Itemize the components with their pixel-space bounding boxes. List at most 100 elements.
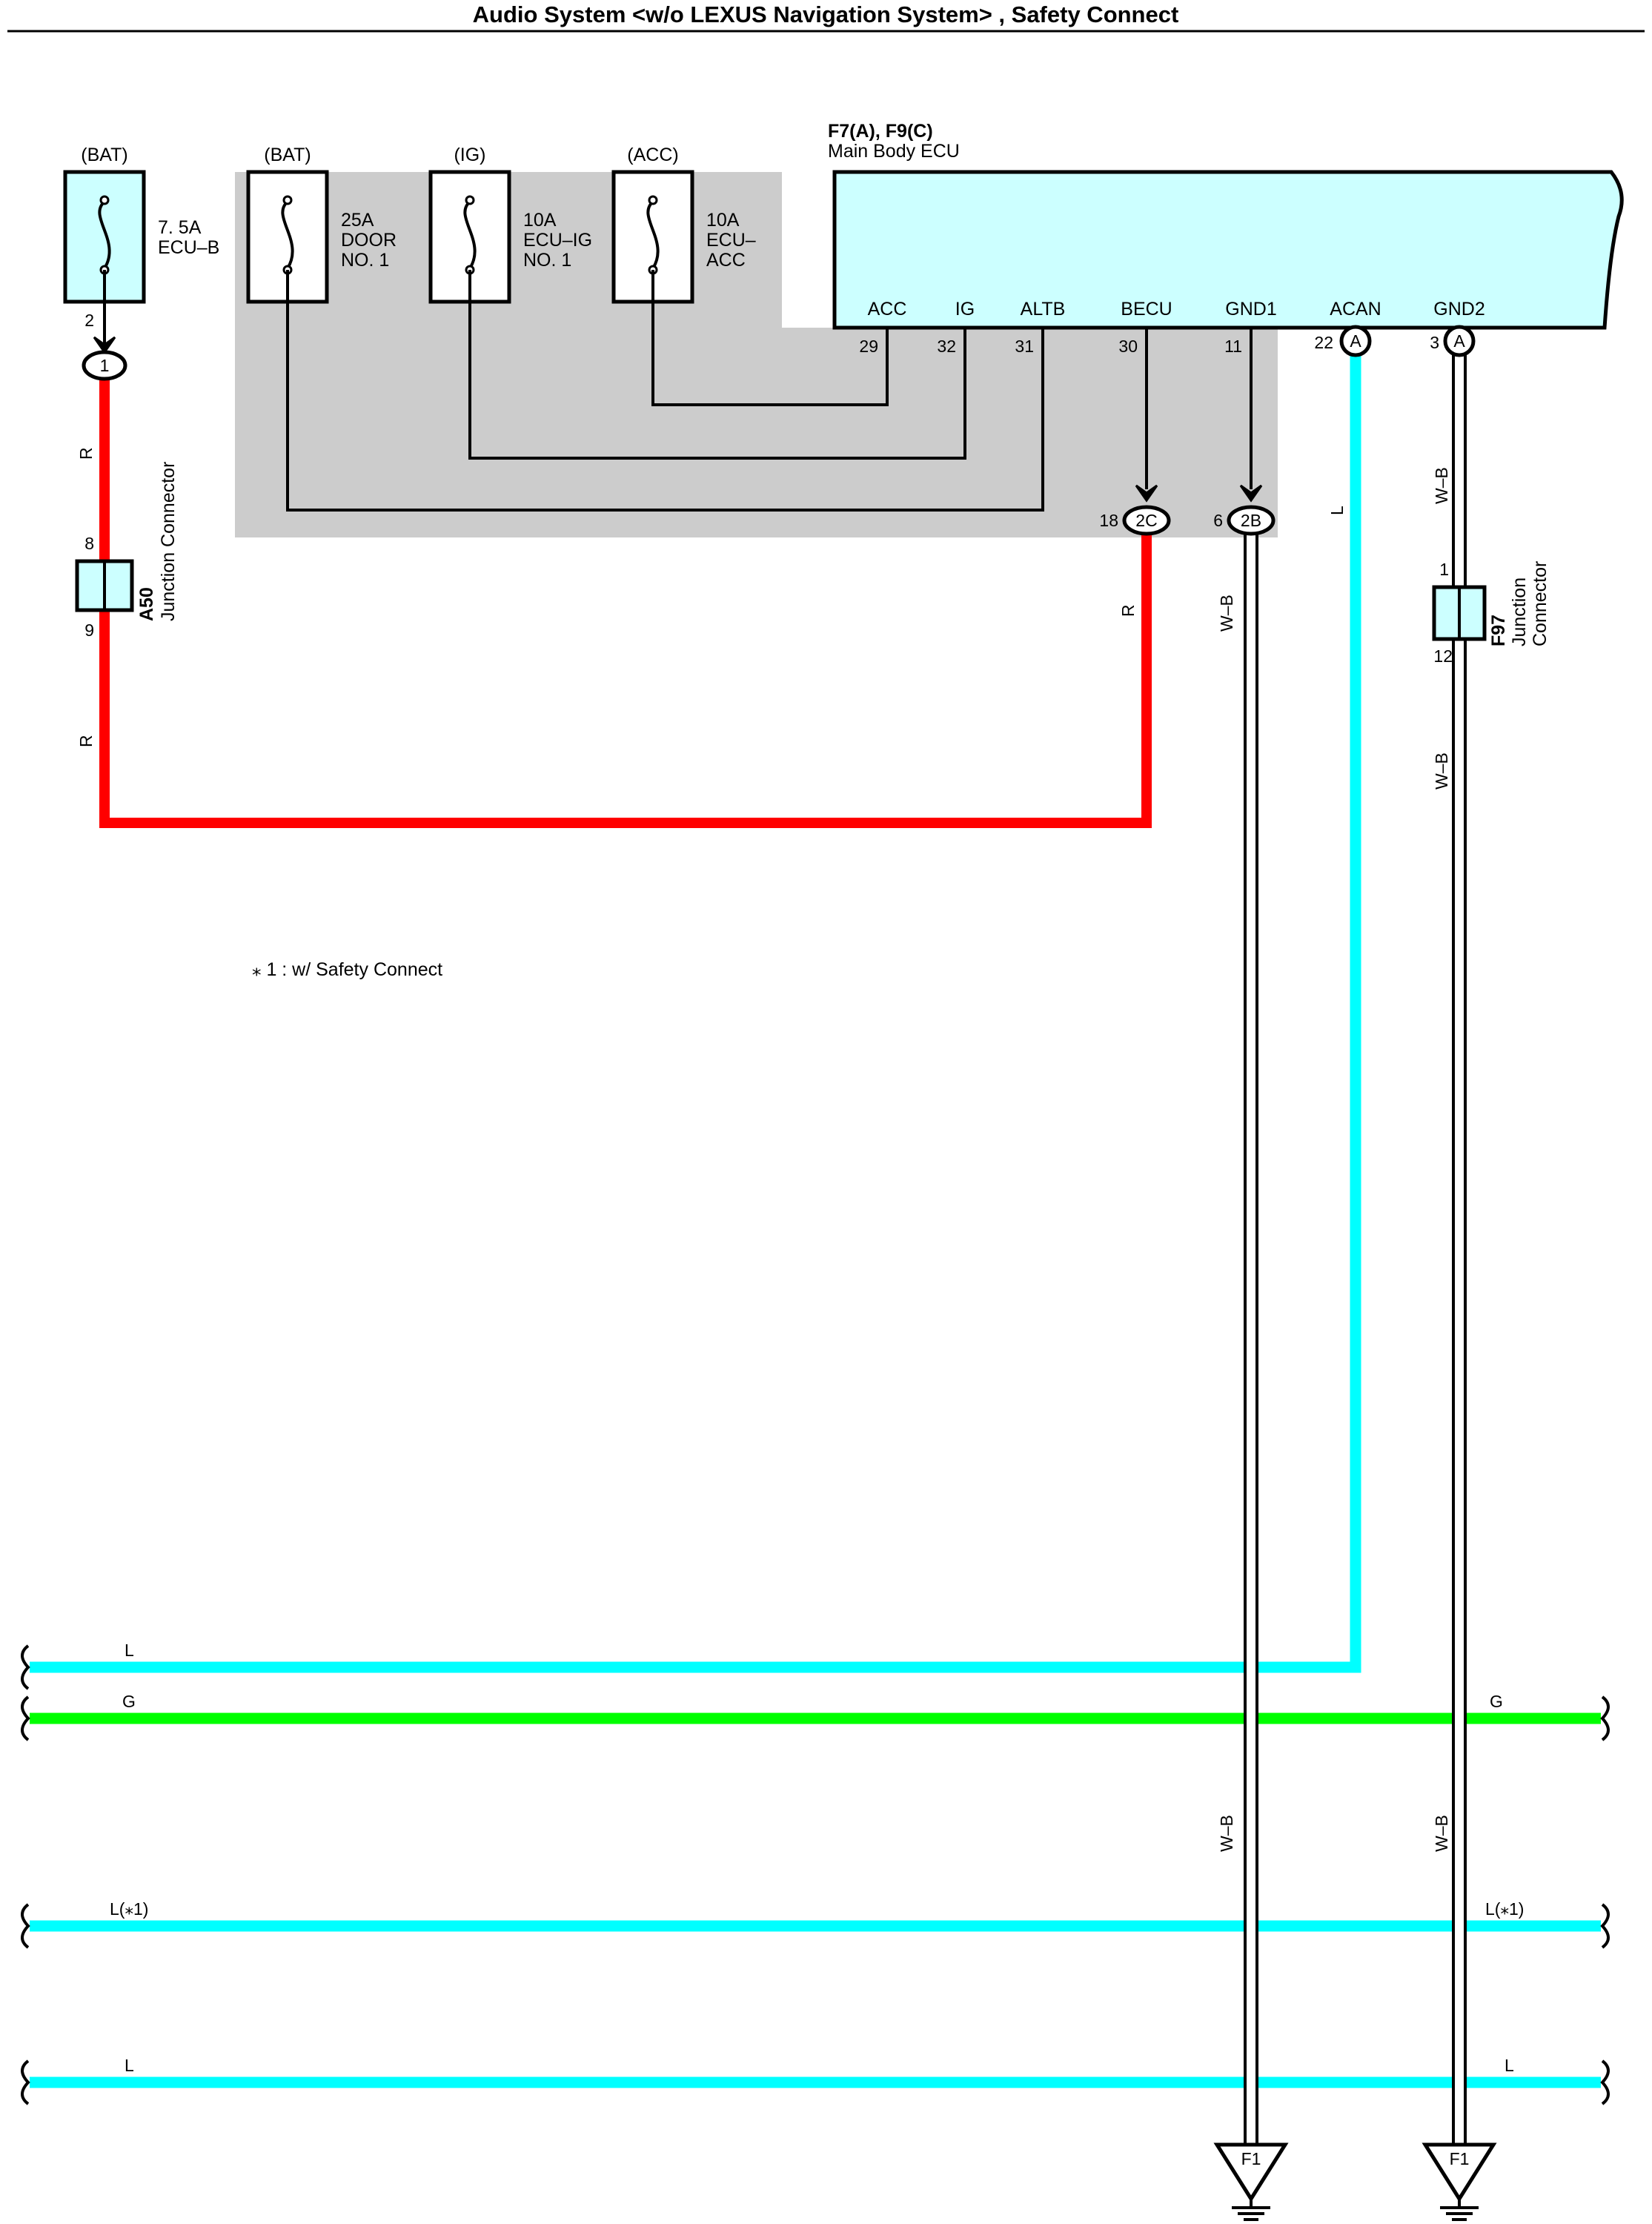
ecu-name: Main Body ECU: [828, 141, 960, 162]
terminal-altb: ALTB: [1021, 299, 1066, 320]
wire-label-r-1: R: [76, 447, 96, 460]
fuse-ecub-rating: 7. 5A: [158, 217, 202, 238]
fuse-ecuig-name1: ECU–IG: [523, 230, 592, 251]
bus-label-g-right: G: [1490, 1692, 1503, 1711]
fuse-ecuig-rating: 10A: [523, 210, 557, 231]
gnd1-arrow: [1239, 484, 1263, 503]
ground-f1-left: [1213, 2142, 1289, 2221]
connector-2b: [1227, 505, 1276, 536]
bus-label-lstar-right: L(⁎1): [1485, 1899, 1524, 1919]
wire-label-wb-gnd2-1: W–B: [1432, 467, 1451, 504]
break-right-1: [1600, 1695, 1610, 1741]
wire-label-r-3: R: [1118, 604, 1138, 617]
fuse-ecuacc-source: (ACC): [627, 145, 678, 165]
break-left-2: [21, 1695, 30, 1741]
ground-f1-left-label: F1: [1241, 2149, 1261, 2168]
connector-acan: [1339, 325, 1372, 357]
pin-ig: 32: [937, 337, 956, 356]
break-right-2: [1600, 1903, 1610, 1949]
fuse-ecub-symbol: [98, 200, 111, 270]
a50-code: A50: [136, 587, 157, 621]
wire-acc: [651, 270, 889, 406]
connector-1-label: 1: [100, 356, 110, 375]
fuse-door-name2: NO. 1: [341, 250, 389, 271]
pin-becu: 30: [1118, 337, 1138, 356]
fuse-door-source: (BAT): [264, 145, 311, 165]
f97-pin-bottom: 12: [1433, 646, 1453, 666]
fuse-ecuacc-name2: ACC: [706, 250, 746, 271]
fuse-door-rating: 25A: [341, 210, 374, 231]
wire-label-wb-gnd1-1: W–B: [1217, 595, 1236, 632]
ground-f1-right: [1422, 2142, 1497, 2221]
fuse-door-name1: DOOR: [341, 230, 397, 251]
break-left-4: [21, 2059, 30, 2105]
connector-gnd2: [1443, 325, 1476, 357]
wire-label-l-acan: L: [1327, 506, 1347, 515]
fuse-ecub-arrow: [93, 336, 116, 354]
fuse-ecub-source: (BAT): [81, 145, 127, 165]
terminal-ig: IG: [955, 299, 975, 320]
a50-name: Junction Connector: [158, 462, 179, 621]
bus-label-l-top: L: [125, 1641, 134, 1660]
wire-acan: [1260, 354, 1361, 1673]
ground-f1-right-label: F1: [1450, 2149, 1470, 2168]
bus-label-l-bottom-right: L: [1505, 2056, 1514, 2075]
wire-ig: [468, 270, 966, 460]
pin-acan: 22: [1314, 333, 1333, 352]
page-title: Audio System <w/o LEXUS Navigation Syste…: [473, 1, 1179, 27]
connector-1: [82, 350, 127, 381]
pin-altb: 31: [1015, 337, 1034, 356]
f97-code: F97: [1488, 615, 1509, 646]
fuse-ecuacc-rating: 10A: [706, 210, 740, 231]
break-left-3: [21, 1903, 30, 1949]
bus-label-lstar-left: L(⁎1): [110, 1899, 148, 1919]
break-left-1: [21, 1644, 30, 1690]
wire-gnd1: [1244, 527, 1258, 2146]
terminal-acan: ACAN: [1330, 299, 1381, 320]
fuse-ecuig-symbol: [463, 200, 477, 270]
connector-acan-label: A: [1350, 331, 1361, 351]
ecu-box: [832, 170, 1624, 330]
terminal-becu: BECU: [1121, 299, 1172, 320]
connector-2c-pin: 18: [1099, 511, 1118, 530]
a50-pin-top: 8: [84, 534, 94, 553]
fuse-ecub-name: ECU–B: [158, 237, 219, 258]
fuse-ecuacc-symbol: [646, 200, 660, 270]
a50-pin-bottom: 9: [84, 620, 94, 640]
fuse-ecuig-source: (IG): [454, 145, 485, 165]
connector-2c: [1122, 505, 1171, 536]
wire-label-wb-gnd2-2: W–B: [1432, 752, 1451, 790]
footnote: ⁎ 1 : w/ Safety Connect: [252, 959, 442, 980]
break-right-3: [1600, 2059, 1610, 2105]
fuse-ecub-pin-top: [99, 195, 110, 205]
fuse-ecuacc-name1: ECU–: [706, 230, 756, 251]
fuse-door-pin-top: [282, 195, 293, 205]
fuse-ecub-pin-label: 2: [84, 311, 94, 330]
f97-name2: Connector: [1530, 561, 1550, 646]
connector-2b-label: 2B: [1241, 511, 1261, 530]
f97-name1: Junction: [1509, 577, 1530, 646]
connector-gnd2-label: A: [1453, 331, 1465, 351]
connector-2b-pin: 6: [1213, 511, 1223, 530]
wire-label-r-2: R: [76, 735, 96, 747]
ecu-code: F7(A), F9(C): [828, 121, 933, 142]
pin-acc: 29: [859, 337, 878, 356]
connector-2c-label: 2C: [1135, 511, 1157, 530]
fuse-ecuacc-pin-top: [648, 195, 658, 205]
wire-label-wb-gnd1-2: W–B: [1217, 1815, 1236, 1852]
terminal-gnd2: GND2: [1433, 299, 1485, 320]
pin-gnd2: 3: [1430, 333, 1439, 352]
bus-label-g-left: G: [122, 1692, 136, 1711]
bus-label-l-bottom-left: L: [125, 2056, 134, 2075]
fuse-ecuig-pin-top: [465, 195, 475, 205]
wire-label-wb-gnd2-3: W–B: [1432, 1815, 1451, 1852]
pin-gnd1: 11: [1224, 337, 1242, 356]
wire-altb: [286, 270, 1044, 512]
fuse-ecuig-name2: NO. 1: [523, 250, 571, 271]
fuse-door-symbol: [281, 200, 294, 270]
terminal-acc: ACC: [868, 299, 907, 320]
becu-arrow: [1135, 484, 1158, 503]
terminal-gnd1: GND1: [1225, 299, 1276, 320]
f97-pin-top: 1: [1439, 560, 1449, 579]
